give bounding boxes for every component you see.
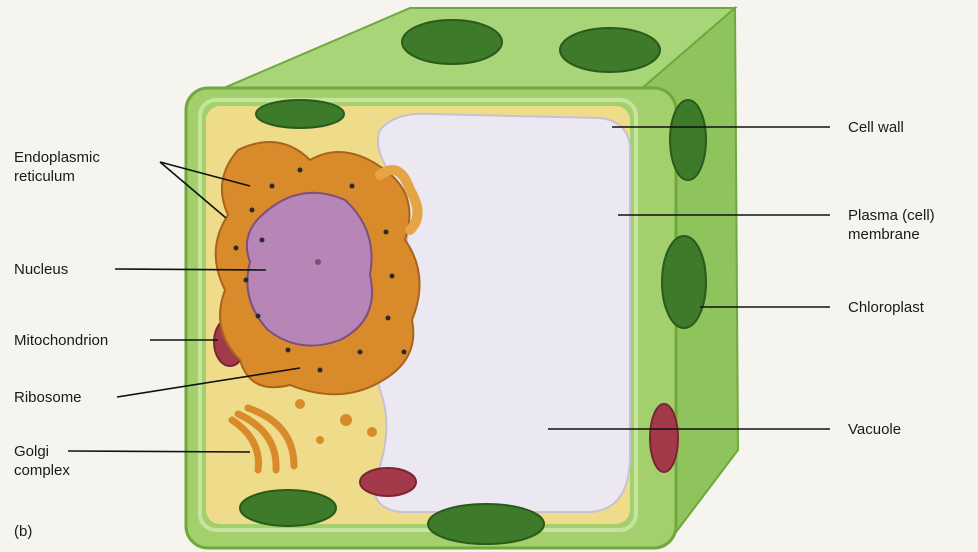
cell-wall-label: Cell wall [848, 118, 904, 137]
chloroplast-label: Chloroplast [848, 298, 924, 317]
chloroplast-shape [428, 504, 544, 544]
nucleolus-dot [315, 259, 321, 265]
chloroplast-shape [662, 236, 706, 328]
ribosome-label: Ribosome [14, 388, 82, 407]
nucleus-label: Nucleus [14, 260, 68, 279]
chloroplast-shape [560, 28, 660, 72]
mitochondrion-label: Mitochondrion [14, 331, 108, 350]
mitochondrion-shape [360, 468, 416, 496]
endoplasmic-reticulum-label: Endoplasmic reticulum [14, 148, 100, 186]
plasma-membrane-label: Plasma (cell) membrane [848, 206, 935, 244]
chloroplast-shape [256, 100, 344, 128]
chloroplast-shape [670, 100, 706, 180]
panel-letter: (b) [14, 522, 32, 541]
chloroplast-shape [402, 20, 502, 64]
mitochondrion-shape [650, 404, 678, 472]
nucleus-shape [247, 193, 372, 346]
vacuole-label: Vacuole [848, 420, 901, 439]
golgi-complex-label: Golgi complex [14, 442, 70, 480]
chloroplast-shape [240, 490, 336, 526]
